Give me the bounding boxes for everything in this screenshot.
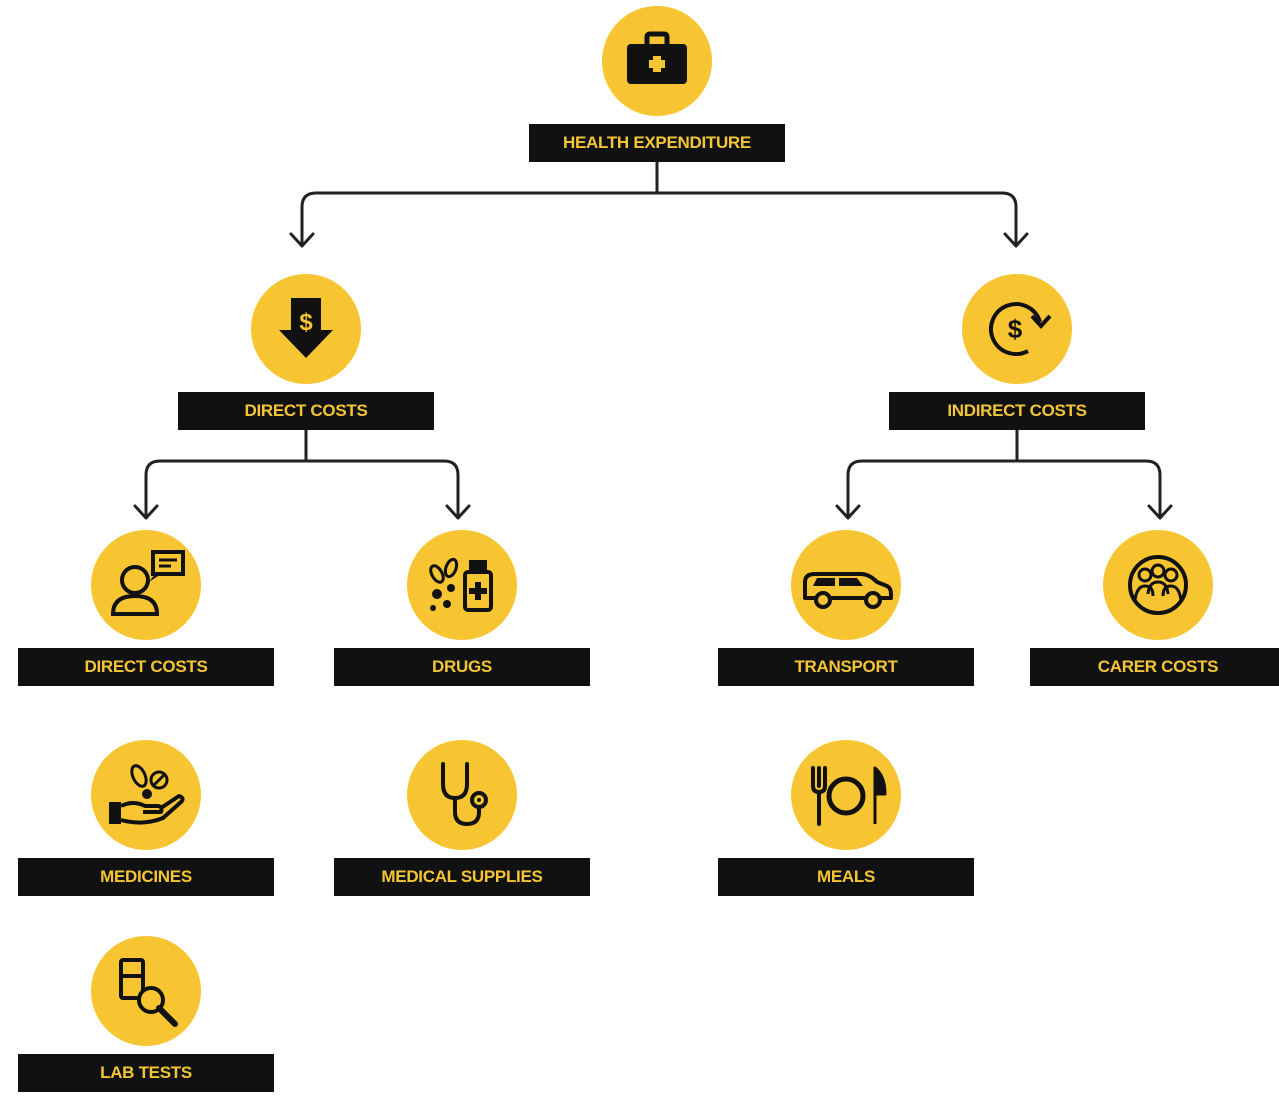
dollar-down-arrow-icon: $: [251, 274, 361, 384]
node-direct-costs: $ DIRECT COSTS: [178, 274, 434, 434]
node-label: DIRECT COSTS: [178, 392, 434, 430]
node-health-expenditure: HEALTH EXPENDITURE: [529, 6, 785, 166]
car-icon: [791, 530, 901, 640]
stethoscope-icon: [407, 740, 517, 850]
plate-cutlery-icon: [791, 740, 901, 850]
group-people-icon: [1103, 530, 1213, 640]
node-label: CARER COSTS: [1030, 648, 1279, 686]
node-label: LAB TESTS: [18, 1054, 274, 1092]
arrowhead-drugs: [445, 504, 471, 520]
node-direct-costs-sub: DIRECT COSTS: [18, 530, 274, 690]
node-label: DRUGS: [334, 648, 590, 686]
consultation-person-icon: [91, 530, 201, 640]
lab-magnifier-icon: [91, 936, 201, 1046]
node-meals: MEALS: [718, 740, 974, 900]
connector-indirect-to-carer: [1015, 459, 1162, 517]
pills-bottle-icon: [407, 530, 517, 640]
arrowhead-carer: [1147, 504, 1173, 520]
node-label: MEALS: [718, 858, 974, 896]
node-drugs: DRUGS: [334, 530, 590, 690]
dollar-cycle-icon: $: [962, 274, 1072, 384]
node-label: HEALTH EXPENDITURE: [529, 124, 785, 162]
arrowhead-indirect: [1003, 232, 1029, 248]
node-medicines: MEDICINES: [18, 740, 274, 900]
hand-pills-icon: [91, 740, 201, 850]
node-medical-supplies: MEDICAL SUPPLIES: [334, 740, 590, 900]
connector-direct-to-direct-sub: [144, 459, 308, 517]
arrowhead-direct: [289, 232, 315, 248]
connector-root-to-indirect: [655, 191, 1018, 245]
medical-kit-icon: [602, 6, 712, 116]
svg-text:$: $: [299, 309, 313, 336]
node-label: TRANSPORT: [718, 648, 974, 686]
connector-root-to-direct: [300, 191, 659, 245]
node-label: INDIRECT COSTS: [889, 392, 1145, 430]
node-indirect-costs: $ INDIRECT COSTS: [889, 274, 1145, 434]
node-carer-costs: CARER COSTS: [1030, 530, 1279, 690]
connector-direct-to-drugs: [304, 459, 460, 517]
node-label: DIRECT COSTS: [18, 648, 274, 686]
connector-indirect-to-transport: [846, 459, 1019, 517]
node-transport: TRANSPORT: [718, 530, 974, 690]
node-label: MEDICAL SUPPLIES: [334, 858, 590, 896]
node-label: MEDICINES: [18, 858, 274, 896]
arrowhead-direct-sub: [133, 504, 159, 520]
node-lab-tests: LAB TESTS: [18, 936, 274, 1096]
arrowhead-transport: [835, 504, 861, 520]
svg-text:$: $: [1008, 314, 1023, 344]
